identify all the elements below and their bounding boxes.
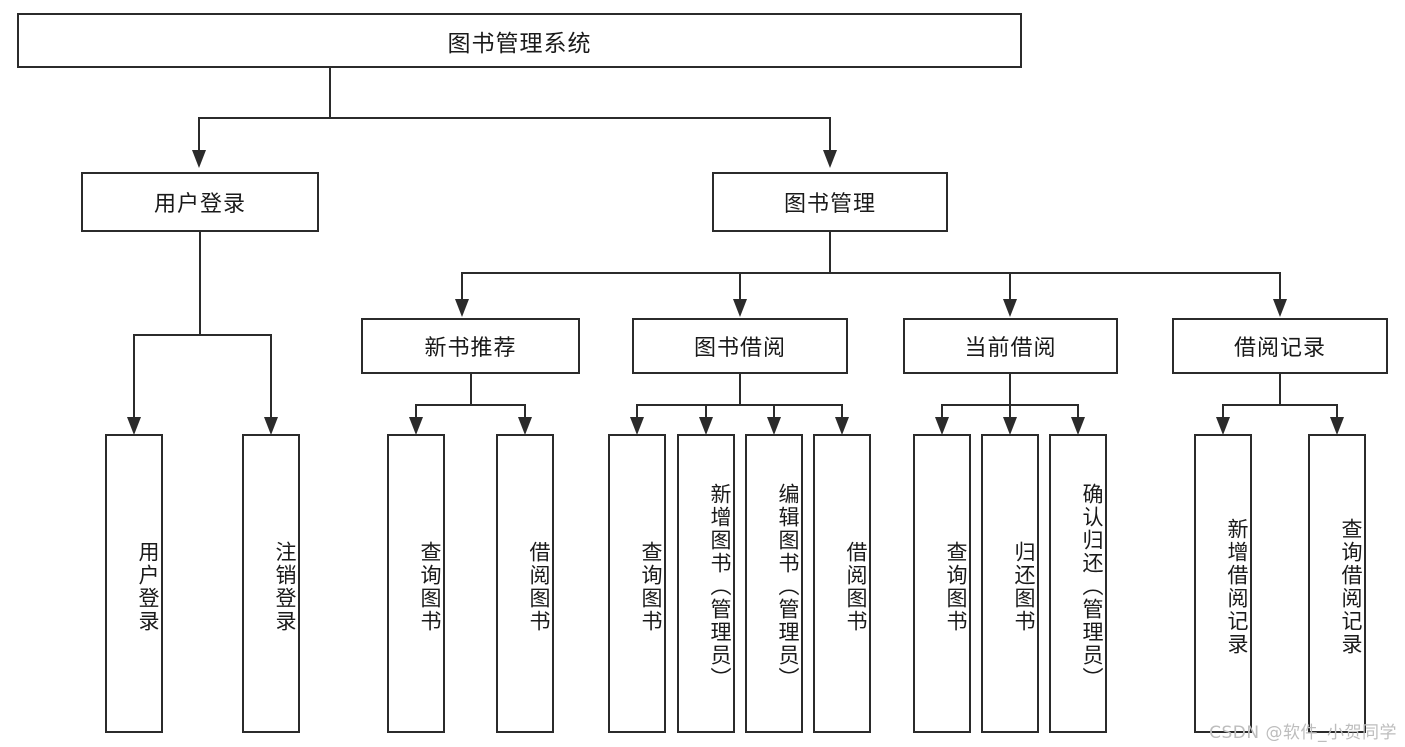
arrowhead-current-borrow	[1003, 299, 1017, 317]
connector-current-borrow-stem	[1009, 374, 1011, 406]
connector-book-borrow-stem	[739, 374, 741, 406]
arrowhead-book-management	[823, 150, 837, 168]
node-label: 归还图书	[1012, 540, 1036, 633]
arrowhead-nb-borrow	[518, 417, 532, 435]
node-label: 借阅图书	[527, 540, 551, 633]
connector-new-book-stem	[470, 374, 472, 406]
connector-drop-leaf-user-login	[133, 334, 135, 419]
leaf-cb-confirm-return-admin[interactable]: 确认归还（管理员）	[1049, 434, 1107, 733]
arrowhead-book-borrow	[733, 299, 747, 317]
node-label: 用户登录	[153, 192, 246, 217]
connector-drop-cb-confirm	[1077, 404, 1079, 420]
node-user-login[interactable]: 用户登录	[81, 172, 319, 232]
leaf-nb-query-book[interactable]: 查询图书	[387, 434, 445, 733]
arrowhead-br-query	[1330, 417, 1344, 435]
leaf-br-add-record[interactable]: 新增借阅记录	[1194, 434, 1252, 733]
arrowhead-borrow-record	[1273, 299, 1287, 317]
node-label: 借阅图书	[844, 540, 868, 633]
arrowhead-br-add	[1216, 417, 1230, 435]
leaf-nb-borrow-book[interactable]: 借阅图书	[496, 434, 554, 733]
node-label: 查询图书	[418, 540, 442, 633]
node-label: 当前借阅	[964, 336, 1057, 361]
node-label: 查询图书	[944, 540, 968, 633]
node-label: 查询图书	[639, 540, 663, 633]
connector-drop-bb-add	[705, 404, 707, 420]
node-label: 图书管理	[783, 192, 876, 217]
connector-drop-bb-query	[636, 404, 638, 420]
arrowhead-nb-query	[409, 417, 423, 435]
leaf-bb-query-book[interactable]: 查询图书	[608, 434, 666, 733]
node-label: 注销登录	[273, 540, 297, 633]
connector-root-stem	[329, 68, 331, 118]
connector-drop-new-book	[461, 272, 463, 301]
connector-drop-leaf-logout	[270, 334, 272, 419]
leaf-logout[interactable]: 注销登录	[242, 434, 300, 733]
connector-new-book-bar	[415, 404, 526, 406]
arrowhead-bb-add	[699, 417, 713, 435]
node-label: 图书借阅	[693, 336, 786, 361]
leaf-user-login[interactable]: 用户登录	[105, 434, 163, 733]
arrowhead-leaf-logout	[264, 417, 278, 435]
connector-user-login-stem	[199, 232, 201, 336]
connector-drop-book-borrow	[739, 272, 741, 301]
connector-borrow-record-bar	[1222, 404, 1338, 406]
watermark-text: CSDN @软件_小贺同学	[1209, 723, 1397, 743]
node-borrow-record[interactable]: 借阅记录	[1172, 318, 1388, 374]
node-label: 新增图书（管理员）	[708, 483, 732, 690]
arrowhead-cb-query	[935, 417, 949, 435]
node-new-book-recommend[interactable]: 新书推荐	[361, 318, 580, 374]
arrowhead-leaf-user-login	[127, 417, 141, 435]
connector-drop-cb-query	[941, 404, 943, 420]
connector-drop-nb-query	[415, 404, 417, 420]
arrowhead-bb-query	[630, 417, 644, 435]
connector-drop-user-login	[198, 117, 200, 152]
node-label: 查询借阅记录	[1339, 517, 1363, 656]
connector-drop-bb-borrow	[841, 404, 843, 420]
arrowhead-bb-edit	[767, 417, 781, 435]
connector-user-login-bar	[133, 334, 271, 336]
arrowhead-user-login	[192, 150, 206, 168]
node-root-book-management-system[interactable]: 图书管理系统	[17, 13, 1022, 68]
node-label: 新增借阅记录	[1225, 517, 1249, 656]
node-label: 借阅记录	[1233, 336, 1326, 361]
connector-level2-bar	[198, 117, 831, 119]
node-label: 新书推荐	[424, 336, 517, 361]
connector-book-management-stem	[829, 232, 831, 274]
arrowhead-cb-return	[1003, 417, 1017, 435]
connector-drop-book-management	[829, 117, 831, 152]
arrowhead-cb-confirm	[1071, 417, 1085, 435]
node-current-borrow[interactable]: 当前借阅	[903, 318, 1118, 374]
connector-level3-bar	[461, 272, 1280, 274]
leaf-bb-add-book-admin[interactable]: 新增图书（管理员）	[677, 434, 735, 733]
node-book-management[interactable]: 图书管理	[712, 172, 948, 232]
connector-drop-bb-edit	[773, 404, 775, 420]
leaf-bb-edit-book-admin[interactable]: 编辑图书（管理员）	[745, 434, 803, 733]
connector-borrow-record-stem	[1279, 374, 1281, 406]
arrowhead-bb-borrow	[835, 417, 849, 435]
node-label: 用户登录	[136, 540, 160, 633]
node-label: 确认归还（管理员）	[1080, 483, 1104, 690]
connector-drop-br-add	[1222, 404, 1224, 420]
connector-drop-current-borrow	[1009, 272, 1011, 301]
leaf-br-query-record[interactable]: 查询借阅记录	[1308, 434, 1366, 733]
leaf-cb-return-book[interactable]: 归还图书	[981, 434, 1039, 733]
leaf-cb-query-book[interactable]: 查询图书	[913, 434, 971, 733]
arrowhead-new-book	[455, 299, 469, 317]
node-book-borrow[interactable]: 图书借阅	[632, 318, 848, 374]
connector-book-borrow-bar	[636, 404, 843, 406]
connector-drop-borrow-record	[1279, 272, 1281, 301]
connector-drop-cb-return	[1009, 404, 1011, 420]
node-label: 编辑图书（管理员）	[776, 483, 800, 690]
connector-drop-br-query	[1336, 404, 1338, 420]
connector-drop-nb-borrow	[524, 404, 526, 420]
leaf-bb-borrow-book[interactable]: 借阅图书	[813, 434, 871, 733]
node-label: 图书管理系统	[447, 30, 592, 57]
